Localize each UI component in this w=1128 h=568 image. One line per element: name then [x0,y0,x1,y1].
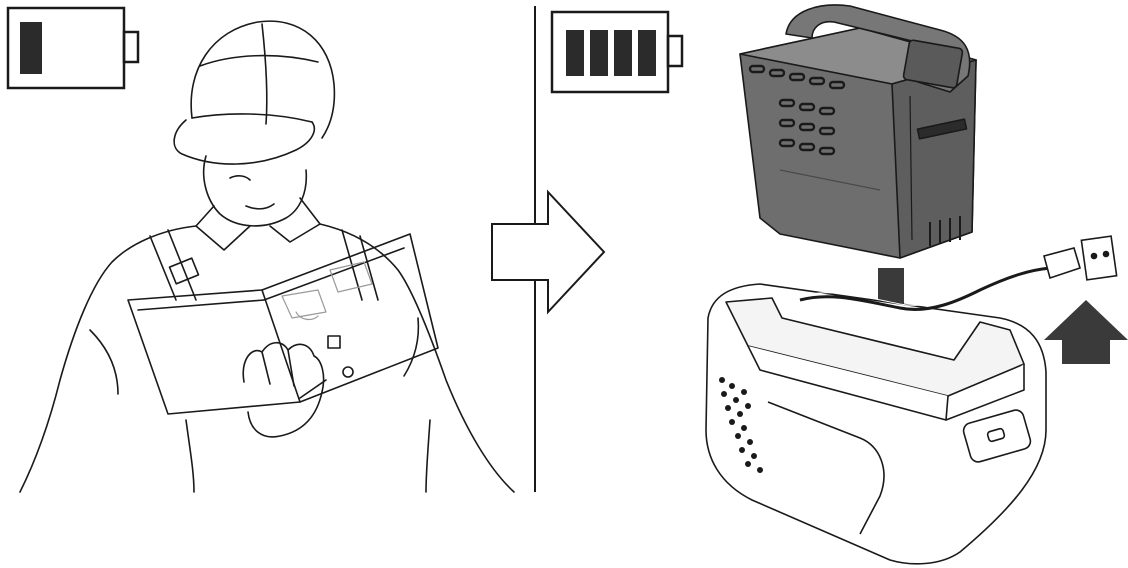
wall-socket [1081,236,1116,280]
battery-low-level [20,22,42,74]
battery-segment [638,30,656,76]
battery-low-icon [8,8,138,88]
right-arrow-icon [492,192,604,312]
battery-full-level [566,30,656,76]
battery-segment [590,30,608,76]
person-reading-manual-icon [20,21,514,492]
up-arrow-icon [1044,300,1128,364]
battery-segment [614,30,632,76]
battery-into-charger-icon [706,5,1128,564]
plug [1044,248,1080,278]
charger-base [706,284,1046,564]
battery-full-icon [552,12,682,92]
battery-segment [566,30,584,76]
battery-pack [740,5,976,258]
